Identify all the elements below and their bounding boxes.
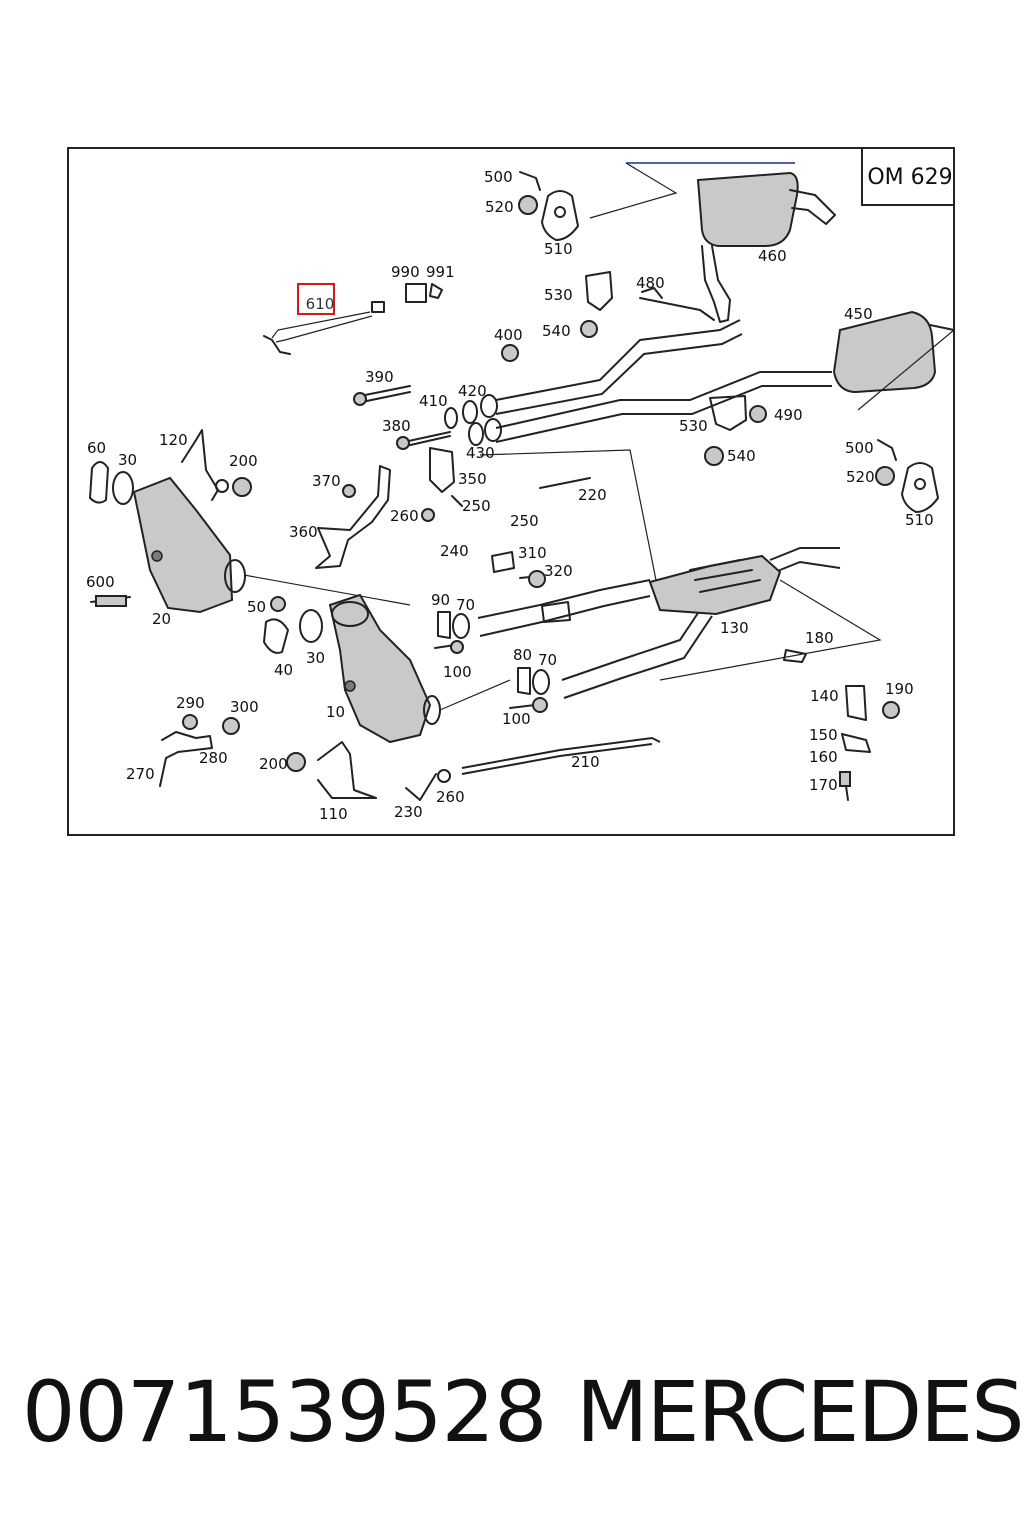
part-label: 30 bbox=[118, 451, 137, 469]
part-label: 80 bbox=[513, 646, 532, 664]
part-label: 310 bbox=[518, 544, 547, 562]
part-label: 170 bbox=[809, 776, 838, 794]
highlight-label: 610 bbox=[306, 295, 335, 313]
part-label: 380 bbox=[382, 417, 411, 435]
part-label: 320 bbox=[544, 562, 573, 580]
gaskets bbox=[89, 461, 550, 695]
part-label: 180 bbox=[805, 629, 834, 647]
front-catalytic-converter-left bbox=[132, 476, 411, 614]
engine-code-box: OM 629 bbox=[861, 148, 954, 206]
part-label: 480 bbox=[636, 274, 665, 292]
part-label: 90 bbox=[431, 591, 450, 609]
front-catalytic-converter-right bbox=[328, 593, 511, 744]
exhaust-temperature-sensor bbox=[263, 283, 443, 355]
part-label: 460 bbox=[758, 247, 787, 265]
part-label: 450 bbox=[844, 305, 873, 323]
center-muffler bbox=[832, 310, 955, 411]
part-label: 390 bbox=[365, 368, 394, 386]
part-label: 120 bbox=[159, 431, 188, 449]
part-label: 210 bbox=[571, 753, 600, 771]
part-label: 160 bbox=[809, 748, 838, 766]
part-label: 520 bbox=[485, 198, 514, 216]
exhaust-pipes bbox=[461, 319, 841, 775]
brand-name: MERCEDES bbox=[576, 1363, 1024, 1461]
highlight-box bbox=[297, 283, 335, 315]
part-label: 140 bbox=[810, 687, 839, 705]
rear-muffler bbox=[589, 162, 836, 323]
part-label: 540 bbox=[727, 447, 756, 465]
part-label: 100 bbox=[502, 710, 531, 728]
part-label: 220 bbox=[578, 486, 607, 504]
part-label: 290 bbox=[176, 694, 205, 712]
part-label: 200 bbox=[259, 755, 288, 773]
part-label: 130 bbox=[720, 619, 749, 637]
part-label: 430 bbox=[466, 444, 495, 462]
part-label: 370 bbox=[312, 472, 341, 490]
part-label: 600 bbox=[86, 573, 115, 591]
part-label: 50 bbox=[247, 598, 266, 616]
part-label: 70 bbox=[538, 651, 557, 669]
part-label: 70 bbox=[456, 596, 475, 614]
part-label: 110 bbox=[319, 805, 348, 823]
middle-catalytic-converter bbox=[479, 449, 882, 681]
part-label: 40 bbox=[274, 661, 293, 679]
part-label: 510 bbox=[905, 511, 934, 529]
part-label: 510 bbox=[544, 240, 573, 258]
diagram-border bbox=[67, 147, 955, 836]
part-label: 410 bbox=[419, 392, 448, 410]
part-label: 100 bbox=[443, 663, 472, 681]
part-label: 360 bbox=[289, 523, 318, 541]
part-label: 350 bbox=[458, 470, 487, 488]
part-label: 540 bbox=[542, 322, 571, 340]
part-label: 300 bbox=[230, 698, 259, 716]
part-label: 60 bbox=[87, 439, 106, 457]
part-label: 420 bbox=[458, 382, 487, 400]
part-label: 200 bbox=[229, 452, 258, 470]
part-label: 150 bbox=[809, 726, 838, 744]
part-label: 260 bbox=[390, 507, 419, 525]
part-label: 990 bbox=[391, 263, 420, 281]
pipe-clamps bbox=[444, 394, 502, 446]
part-label: 500 bbox=[845, 439, 874, 457]
part-label: 230 bbox=[394, 803, 423, 821]
part-label: 490 bbox=[774, 406, 803, 424]
part-number: 0071539528 bbox=[22, 1363, 547, 1461]
part-labels: 500 520 510 460 990 991 530 480 540 450 … bbox=[86, 168, 934, 823]
part-label: 250 bbox=[510, 512, 539, 530]
bolts bbox=[90, 385, 851, 801]
part-label: 240 bbox=[440, 542, 469, 560]
part-label: 280 bbox=[199, 749, 228, 767]
part-label: 400 bbox=[494, 326, 523, 344]
part-label: 190 bbox=[885, 680, 914, 698]
part-label: 530 bbox=[679, 417, 708, 435]
part-label: 991 bbox=[426, 263, 455, 281]
brackets-upper bbox=[501, 271, 767, 466]
misc-brackets bbox=[159, 429, 900, 801]
engine-code-label: OM 629 bbox=[867, 165, 952, 190]
part-label: 10 bbox=[326, 703, 345, 721]
part-label: 270 bbox=[126, 765, 155, 783]
part-label: 530 bbox=[544, 286, 573, 304]
part-label: 260 bbox=[436, 788, 465, 806]
rubber-hanger-top bbox=[518, 171, 579, 241]
rubber-hanger-bottom bbox=[875, 439, 939, 513]
part-label: 520 bbox=[846, 468, 875, 486]
part-label: 30 bbox=[306, 649, 325, 667]
part-label: 250 bbox=[462, 497, 491, 515]
part-label: 20 bbox=[152, 610, 171, 628]
part-label: 500 bbox=[484, 168, 513, 186]
